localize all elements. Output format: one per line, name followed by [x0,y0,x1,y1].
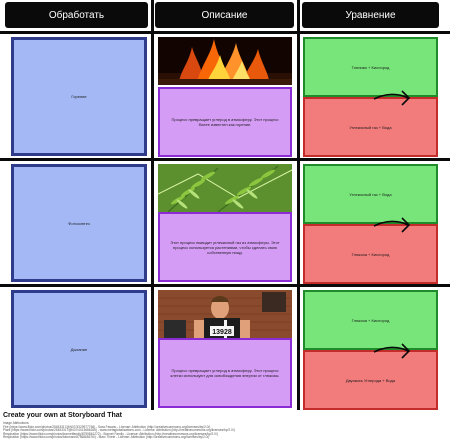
row-divider [0,31,450,34]
reactants-text: Глюкоза + Кислород [351,317,390,323]
fern-photo [158,164,292,212]
column-divider [151,0,154,410]
attribution-line: Plant (https://www.flickr.com/photos/254… [3,428,235,433]
header-equation: Уравнение [302,2,439,28]
reactants-cell: Углекислый газ + Вода [303,164,438,224]
column-divider [297,0,300,410]
attribution-line: Respiration (https://www.flickr.com/phot… [3,431,218,436]
description-text: Процесс превращает углерод в атмосферу. … [171,117,279,127]
row-divider [0,158,450,161]
attribution-line: Image Attributions: [3,421,30,425]
storyboard: Обработать Описание Уравнение Горение Пр… [0,0,450,410]
description-text: Процесс превращает углерод в атмосферу. … [170,368,280,378]
products-text: Глюкоза + Кислород [351,251,390,257]
description-cell: Этот процесс выводит углекислый газ из а… [158,212,292,282]
description-cell: Процесс превращает углерод в атмосферу. … [158,338,292,408]
products-text: Двуокись Углерода + Вода [345,377,396,383]
process-label: Фотосинтез [68,220,90,226]
row-divider [0,284,450,287]
storyboard-that-link[interactable]: Create your own at Storyboard That [3,412,123,419]
attribution-line: Respiration (https://www.flickr.com/phot… [3,435,210,440]
curved-arrow-icon [373,90,411,106]
curved-arrow-icon [373,343,411,359]
process-cell: Фотосинтез [11,164,147,282]
reactants-text: Углекислый газ + Вода [349,191,392,197]
products-cell: Двуокись Углерода + Вода [303,350,438,410]
reactants-text: Топливо + Кислород [351,64,390,70]
header-process: Обработать [5,2,148,28]
process-label: Дыхание [70,346,88,352]
process-cell: Горение [11,37,147,156]
reactants-cell: Топливо + Кислород [303,37,438,97]
runner-photo: 13928 [158,290,292,338]
bib-number: 13928 [212,329,232,336]
products-text: Углекислый газ + Вода [349,124,392,130]
reactants-cell: Глюкоза + Кислород [303,290,438,350]
process-cell: Дыхание [11,290,147,408]
products-cell: Глюкоза + Кислород [303,224,438,284]
products-cell: Углекислый газ + Вода [303,97,438,157]
fire-photo [158,37,292,85]
header-description: Описание [155,2,294,28]
attribution-line: Fire (https://www.flickr.com/photos/2545… [3,424,211,429]
description-text: Этот процесс выводит углекислый газ из а… [170,239,280,255]
process-label: Горение [71,94,87,99]
curved-arrow-icon [373,217,411,233]
description-cell: Процесс превращает углерод в атмосферу. … [158,87,292,157]
